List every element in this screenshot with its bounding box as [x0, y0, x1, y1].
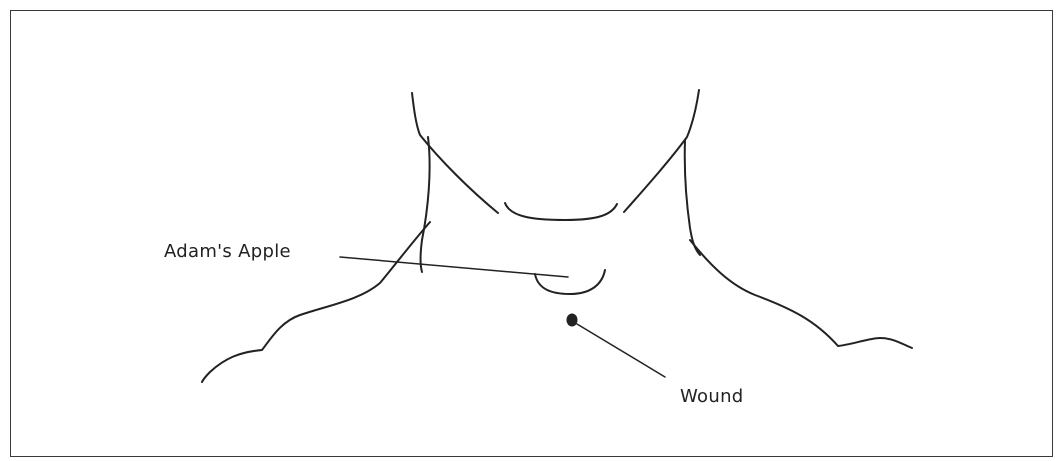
adams-apple-outline — [535, 270, 605, 294]
adams-apple-leader-line — [340, 257, 568, 277]
right-neck-line — [685, 140, 700, 255]
right-shoulder-line — [690, 240, 912, 348]
right-face-outline — [624, 90, 699, 212]
adams-apple-label: Adam's Apple — [164, 241, 291, 262]
chin-outline — [505, 203, 617, 220]
left-face-outline — [412, 93, 498, 213]
left-neck-line — [421, 137, 430, 272]
wound-dot — [567, 314, 578, 327]
wound-leader-line — [577, 324, 665, 377]
wound-label: Wound — [680, 386, 744, 407]
